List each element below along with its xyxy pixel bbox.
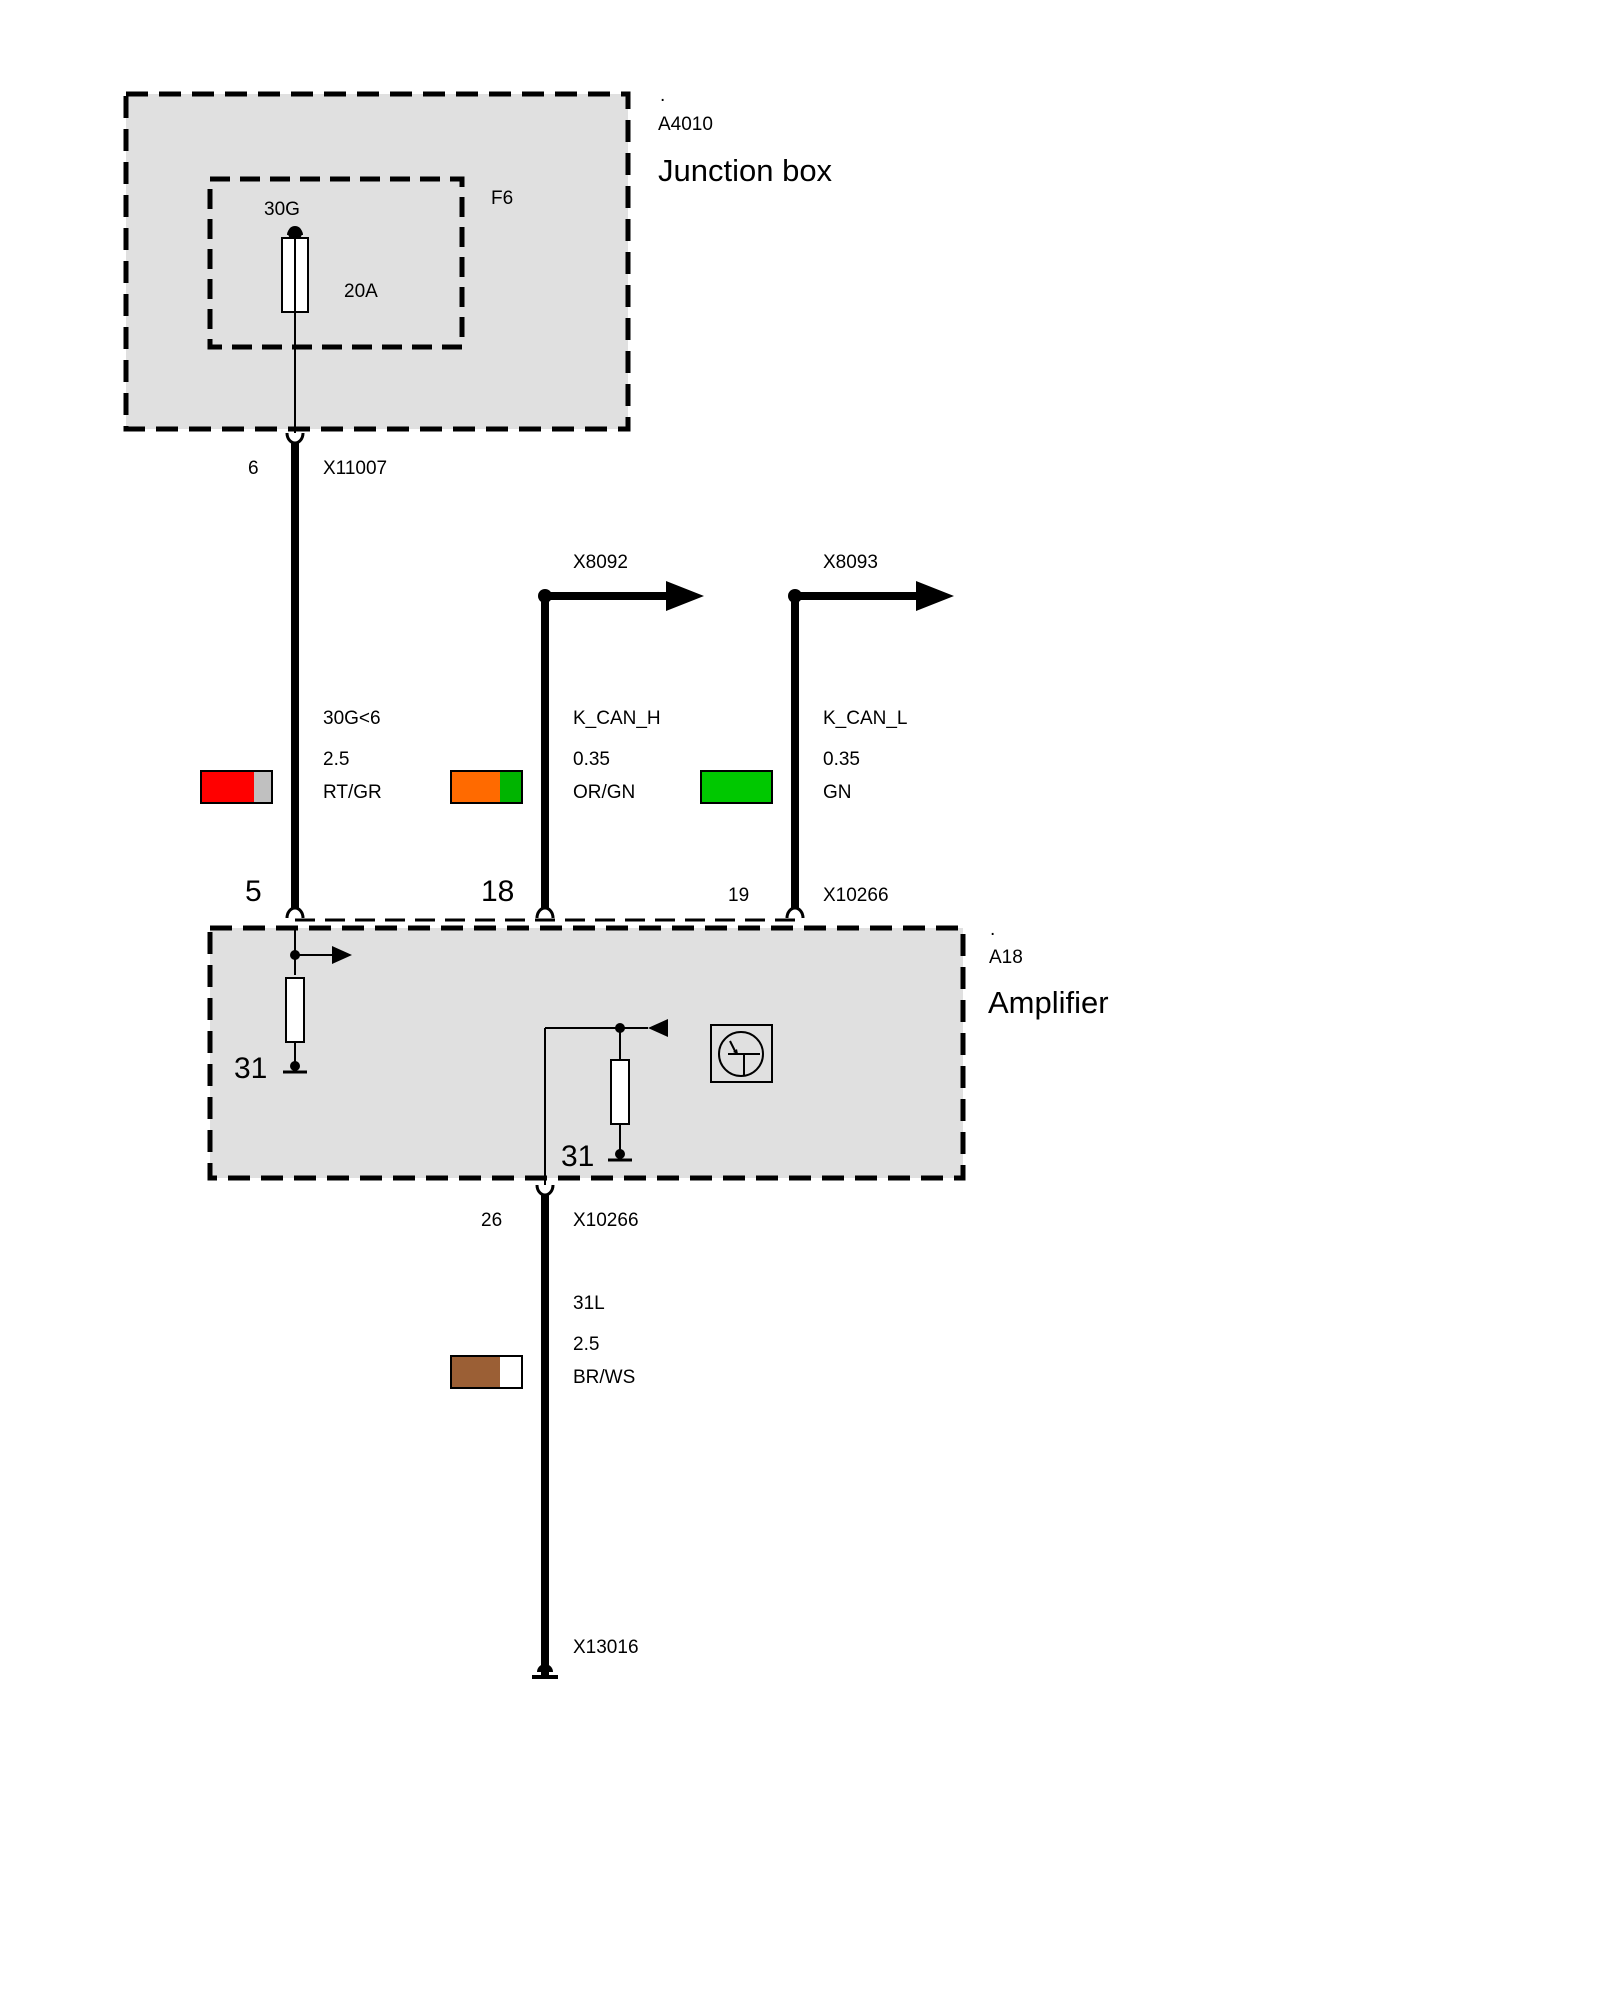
wire-power-color-frame: [200, 770, 273, 804]
wire-can-h-color-frame: [450, 770, 523, 804]
amplifier-top-connector: X10266: [823, 885, 889, 906]
wire-ground-gauge: 2.5: [573, 1334, 599, 1355]
left-ground-node: [290, 1061, 300, 1071]
pin-18-symbol: [535, 906, 555, 919]
amplifier-pin-can-h: 18: [481, 875, 514, 908]
wire-can-h-signal: K_CAN_H: [573, 708, 661, 729]
connector-x11007-pin: 6: [248, 458, 259, 479]
amplifier-ground-left: 31: [234, 1052, 267, 1085]
amplifier-id: A18: [989, 947, 1023, 968]
amplifier-a18: 5 18 19 X10266 . A18 Amplifier 31 31: [207, 875, 1109, 1185]
wire-power-color-primary: [201, 771, 254, 803]
fuse-id: F6: [491, 188, 513, 209]
wire-can-h-color-secondary: [500, 771, 522, 803]
wire-can-h-color-swatch: [450, 770, 523, 804]
wire-can-l-connector: X8093: [823, 552, 878, 573]
amplifier-pin-can-l: 19: [728, 885, 749, 906]
wire-can-l-signal: K_CAN_L: [823, 708, 908, 729]
right-resistor-icon: [610, 1059, 630, 1125]
fuse-terminal-label: 30G: [264, 199, 300, 220]
junction-box-name: Junction box: [658, 153, 833, 188]
wire-power-gauge: 2.5: [323, 749, 349, 770]
junction-box-dot: .: [660, 85, 665, 106]
wire-can-l-color-code: GN: [823, 782, 852, 803]
connector-x11007-symbol: [285, 432, 305, 445]
amplifier-pin-power: 5: [245, 875, 262, 908]
wire-can-l-color-swatch: [700, 770, 773, 804]
amplifier-dot: .: [990, 919, 995, 940]
amplifier-bottom-connector: X10266: [573, 1210, 639, 1231]
junction-box-outline: [123, 91, 631, 432]
wire-power-color-swatch: [200, 770, 273, 804]
wire-can-h-color-primary: [451, 771, 500, 803]
wire-ground-signal: 31L: [573, 1293, 605, 1314]
wire-ground-color-swatch: [450, 1355, 523, 1389]
wire-can-l: X8093 K_CAN_L 0.35 GN: [700, 552, 954, 913]
wire-can-l-gauge: 0.35: [823, 749, 860, 770]
connector-x11007: 6 X11007: [248, 432, 387, 479]
fuse-outline: [207, 176, 465, 350]
wire-can-l-color-primary: [700, 770, 773, 804]
wire-ground-color-code: BR/WS: [573, 1367, 635, 1388]
wire-ground: 31L 2.5 BR/WS X13016: [450, 1195, 639, 1679]
pin-5-symbol: [285, 906, 305, 919]
left-resistor-icon: [285, 977, 305, 1043]
transistor-icon: [710, 1024, 773, 1083]
wire-ground-color-frame: [450, 1355, 523, 1389]
amplifier-pin-ground: 26: [481, 1210, 502, 1231]
fuse-terminal-node: [288, 226, 302, 240]
pin-26-symbol: [535, 1184, 555, 1197]
wire-ground-end-connector: X13016: [573, 1637, 639, 1658]
junction-box-id: A4010: [658, 114, 713, 135]
wire-ground-color-primary: [451, 1356, 500, 1388]
ground-terminal-dot: [537, 1664, 553, 1672]
right-circuit-arrow-head: [648, 1019, 668, 1037]
wire-power: 30G<6 2.5 RT/GR: [200, 443, 382, 913]
wire-can-h-connector: X8092: [573, 552, 628, 573]
wire-power-color-secondary: [254, 771, 272, 803]
junction-box-a4010: . A4010 Junction box F6 30G 20A: [123, 85, 833, 433]
wire-power-color-code: RT/GR: [323, 782, 382, 803]
connector-x11007-id: X11007: [323, 458, 387, 479]
amplifier-outline: [207, 925, 966, 1181]
fuse-rating: 20A: [344, 281, 378, 302]
connector-x10266-bottom: 26 X10266: [481, 1184, 639, 1231]
wire-can-h-arrow-head: [666, 581, 704, 611]
amplifier-name: Amplifier: [988, 985, 1109, 1020]
wire-can-h-gauge: 0.35: [573, 749, 610, 770]
wire-can-h-color-code: OR/GN: [573, 782, 635, 803]
left-circuit-arrow-head: [332, 946, 352, 964]
wire-power-signal: 30G<6: [323, 708, 381, 729]
amplifier-ground-right: 31: [561, 1140, 594, 1173]
pin-19-symbol: [785, 906, 805, 919]
wire-can-h: X8092 K_CAN_H 0.35 OR/GN: [450, 552, 704, 913]
wire-can-l-arrow-head: [916, 581, 954, 611]
wire-ground-color-secondary: [500, 1356, 522, 1388]
right-ground-node: [615, 1149, 625, 1159]
